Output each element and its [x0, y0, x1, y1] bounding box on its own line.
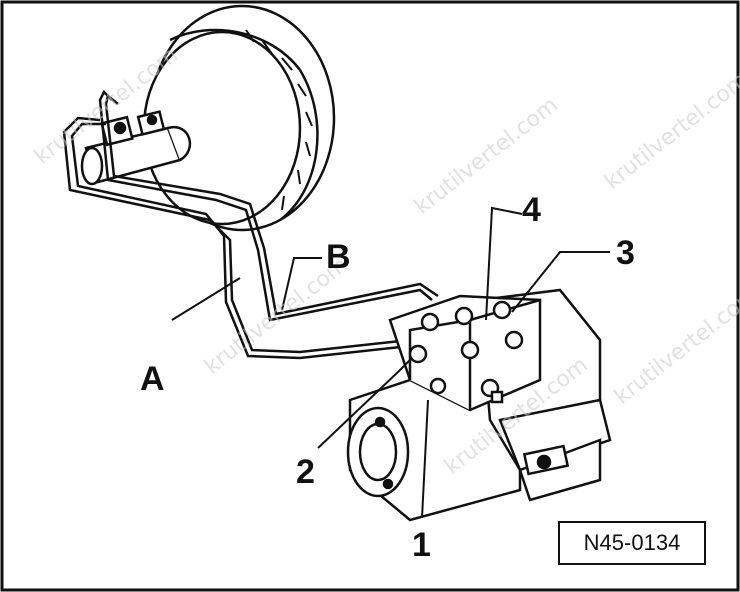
leader-b	[281, 257, 322, 311]
leader-3	[511, 251, 610, 313]
leader-2	[317, 357, 413, 449]
label-port-4: 4	[522, 191, 541, 229]
abs-hydraulic-unit	[346, 288, 612, 522]
brake-lines	[62, 89, 439, 360]
figure-code: N45-0134	[583, 530, 681, 555]
label-line-a: A	[140, 360, 165, 398]
leader-4	[485, 206, 523, 321]
label-port-1: 1	[412, 526, 431, 564]
leader-1	[421, 399, 429, 519]
label-port-2: 2	[296, 453, 315, 491]
label-line-b: B	[326, 238, 351, 276]
leader-a	[171, 277, 241, 321]
figure-code-box: N45-0134	[558, 521, 706, 565]
brake-booster	[142, 4, 336, 232]
label-port-3: 3	[616, 234, 635, 272]
leader-lines	[171, 206, 610, 519]
